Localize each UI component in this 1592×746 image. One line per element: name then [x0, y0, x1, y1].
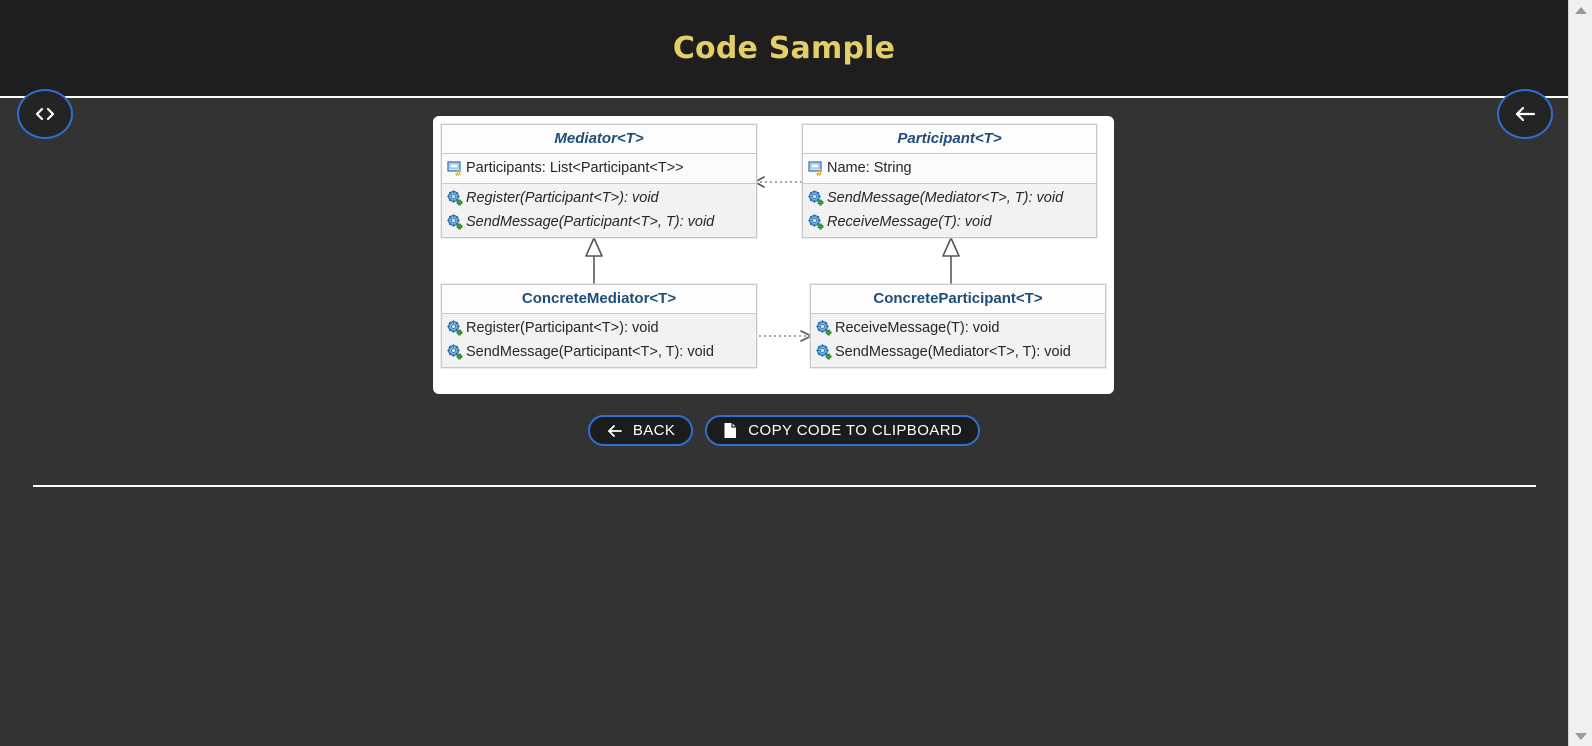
- uml-method-row: SendMessage(Participant<T>, T): void: [442, 210, 756, 234]
- code-brackets-icon: [34, 107, 56, 121]
- method-icon: [808, 190, 824, 206]
- uml-method-label: SendMessage(Mediator<T>, T): void: [835, 344, 1071, 360]
- uml-methods-section: SendMessage(Mediator<T>, T): void: [803, 184, 1096, 237]
- svg-text:#: #: [455, 169, 463, 176]
- uml-methods-section: ReceiveMessage(T): void: [811, 314, 1105, 367]
- arrow-left-icon: [1513, 105, 1537, 123]
- uml-method-label: SendMessage(Participant<T>, T): void: [466, 344, 714, 360]
- uml-fields-section: # Name: String: [803, 154, 1096, 184]
- page-title: Code Sample: [672, 30, 896, 66]
- triangle-up-icon: [1575, 6, 1587, 14]
- uml-field-label: Name: String: [827, 160, 912, 176]
- method-icon: [447, 320, 463, 336]
- uml-diagram-card: Mediator<T> # Participants: List<Partici…: [433, 116, 1114, 394]
- back-button[interactable]: BACK: [587, 415, 694, 446]
- uml-class-concrete-participant: ConcreteParticipant<T>: [810, 284, 1106, 368]
- back-nav-button[interactable]: [1497, 89, 1553, 139]
- copy-code-button-label: COPY CODE TO CLIPBOARD: [748, 422, 963, 439]
- uml-class-title: ConcreteParticipant<T>: [811, 285, 1105, 314]
- svg-text:#: #: [816, 169, 824, 176]
- method-icon: [447, 190, 463, 206]
- copy-code-button[interactable]: COPY CODE TO CLIPBOARD: [705, 415, 981, 446]
- uml-methods-section: Register(Participant<T>): void: [442, 184, 756, 237]
- uml-method-row: ReceiveMessage(T): void: [811, 316, 1105, 340]
- uml-method-row: ReceiveMessage(T): void: [803, 210, 1096, 234]
- uml-diagram: Mediator<T> # Participants: List<Partici…: [433, 116, 1114, 394]
- method-icon: [447, 214, 463, 230]
- page-header: Code Sample: [0, 0, 1568, 98]
- uml-class-participant: Participant<T> # Name: String: [802, 124, 1097, 238]
- uml-method-label: ReceiveMessage(T): void: [827, 214, 992, 230]
- vertical-scrollbar[interactable]: [1568, 0, 1592, 746]
- uml-method-label: ReceiveMessage(T): void: [835, 320, 1000, 336]
- uml-class-concrete-mediator: ConcreteMediator<T> Re: [441, 284, 757, 368]
- uml-method-row: Register(Participant<T>): void: [442, 316, 756, 340]
- back-button-label: BACK: [632, 422, 676, 439]
- clipboard-file-icon: [723, 422, 738, 439]
- view-code-button[interactable]: [17, 89, 73, 139]
- field-icon: #: [808, 160, 824, 176]
- method-icon: [447, 344, 463, 360]
- field-icon: #: [447, 160, 463, 176]
- section-divider: [33, 485, 1536, 487]
- method-icon: [808, 214, 824, 230]
- uml-method-label: Register(Participant<T>): void: [466, 320, 659, 336]
- method-icon: [816, 344, 832, 360]
- scroll-up-button[interactable]: [1569, 0, 1592, 20]
- main-content: Mediator<T> # Participants: List<Partici…: [0, 98, 1568, 746]
- uml-class-title: ConcreteMediator<T>: [442, 285, 756, 314]
- uml-class-title: Participant<T>: [803, 125, 1096, 154]
- uml-class-title: Mediator<T>: [442, 125, 756, 154]
- action-bar: BACK COPY CODE TO CLIPBOARD: [0, 415, 1568, 446]
- uml-method-label: SendMessage(Participant<T>, T): void: [466, 214, 715, 230]
- method-icon: [816, 320, 832, 336]
- uml-method-label: Register(Participant<T>): void: [466, 190, 659, 206]
- uml-method-row: SendMessage(Mediator<T>, T): void: [803, 186, 1096, 210]
- triangle-down-icon: [1575, 732, 1587, 740]
- arrow-left-icon: [606, 424, 623, 438]
- uml-method-row: SendMessage(Participant<T>, T): void: [442, 340, 756, 364]
- uml-field-row: # Participants: List<Participant<T>>: [442, 156, 756, 180]
- uml-method-row: Register(Participant<T>): void: [442, 186, 756, 210]
- scroll-down-button[interactable]: [1569, 726, 1592, 746]
- uml-field-row: # Name: String: [803, 156, 1096, 180]
- uml-method-row: SendMessage(Mediator<T>, T): void: [811, 340, 1105, 364]
- uml-class-mediator: Mediator<T> # Participants: List<Partici…: [441, 124, 757, 238]
- uml-methods-section: Register(Participant<T>): void: [442, 314, 756, 367]
- uml-fields-section: # Participants: List<Participant<T>>: [442, 154, 756, 184]
- uml-method-label: SendMessage(Mediator<T>, T): void: [827, 190, 1064, 206]
- uml-field-label: Participants: List<Participant<T>>: [466, 160, 684, 176]
- uml-connectors: [433, 116, 1114, 394]
